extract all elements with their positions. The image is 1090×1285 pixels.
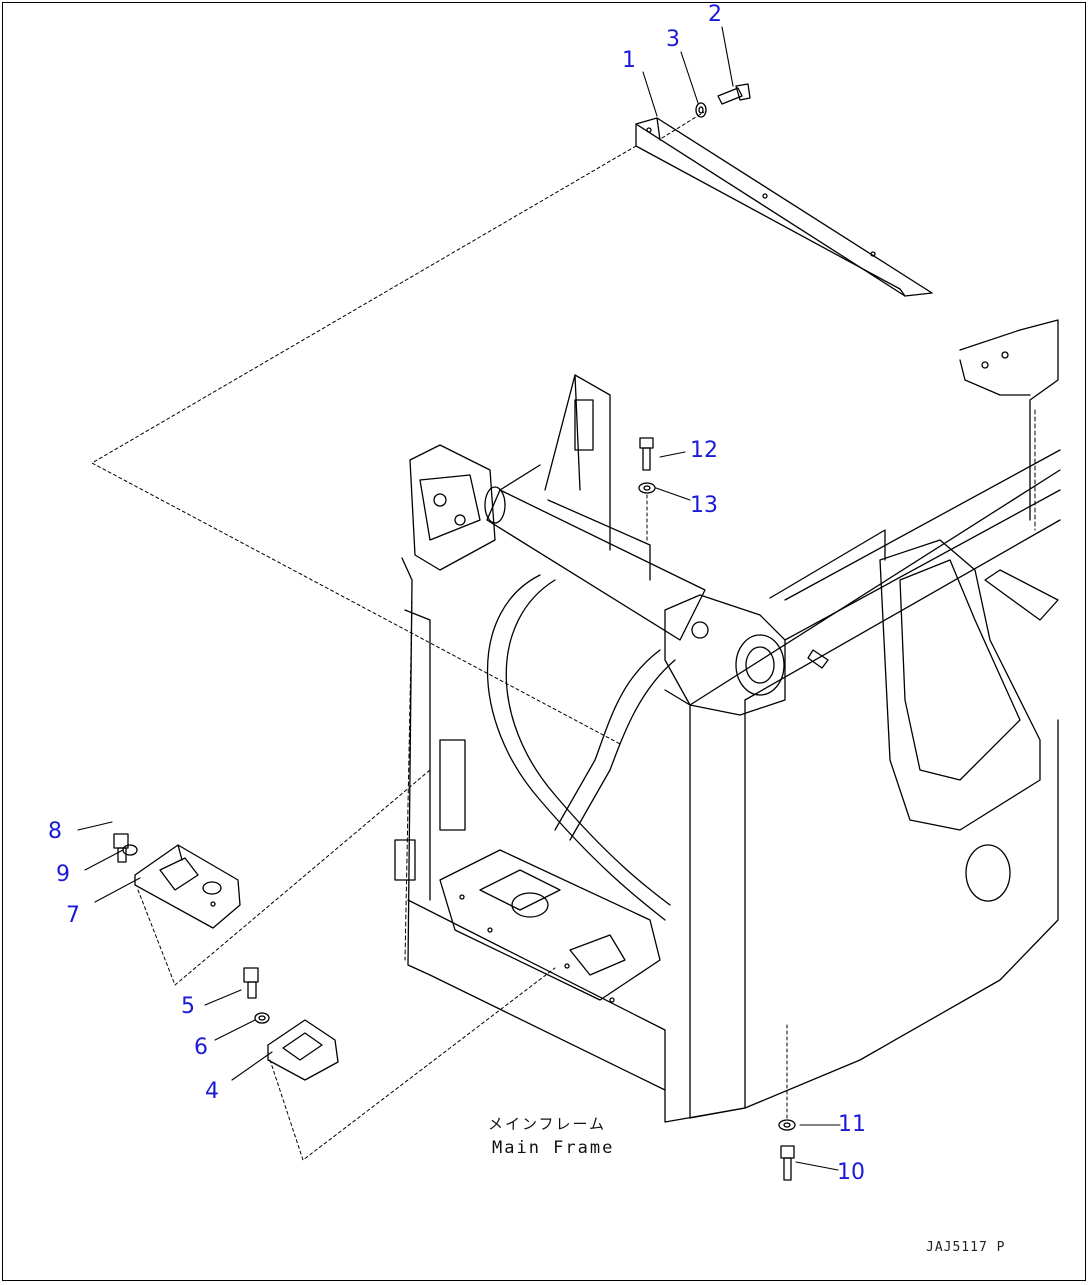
bolt-part-2: [717, 83, 751, 105]
caption-japanese: メインフレーム: [488, 1115, 607, 1133]
bolt-part-8: [113, 833, 129, 863]
callout-part-1: 1: [622, 48, 636, 73]
washer-part-3: [695, 102, 707, 118]
callout-part-11: 11: [838, 1112, 866, 1137]
plate-part-7: [134, 844, 241, 929]
callout-part-4: 4: [205, 1079, 219, 1104]
washer-part-11: [778, 1119, 796, 1131]
washer-part-9: [122, 844, 138, 856]
reference-code: JAJ5117 P: [926, 1240, 1006, 1255]
plate-part-4: [267, 1019, 339, 1081]
callout-part-10: 10: [837, 1160, 865, 1185]
callout-part-2: 2: [708, 2, 722, 27]
callout-part-7: 7: [66, 903, 80, 928]
callout-part-9: 9: [56, 862, 70, 887]
bolt-part-10: [780, 1145, 795, 1181]
washer-part-6: [254, 1012, 270, 1024]
bolt-part-12: [639, 437, 654, 471]
caption-english: Main Frame: [492, 1138, 615, 1158]
callout-part-8: 8: [48, 819, 62, 844]
main-frame-body: [394, 319, 1061, 1123]
callout-part-13: 13: [690, 493, 718, 518]
callout-part-6: 6: [194, 1035, 208, 1060]
angle-bracket-part-1: [635, 117, 933, 297]
callout-part-5: 5: [181, 994, 195, 1019]
washer-part-13: [638, 482, 656, 494]
bolt-part-5: [243, 967, 259, 999]
callout-part-12: 12: [690, 438, 718, 463]
callout-part-3: 3: [666, 27, 680, 52]
